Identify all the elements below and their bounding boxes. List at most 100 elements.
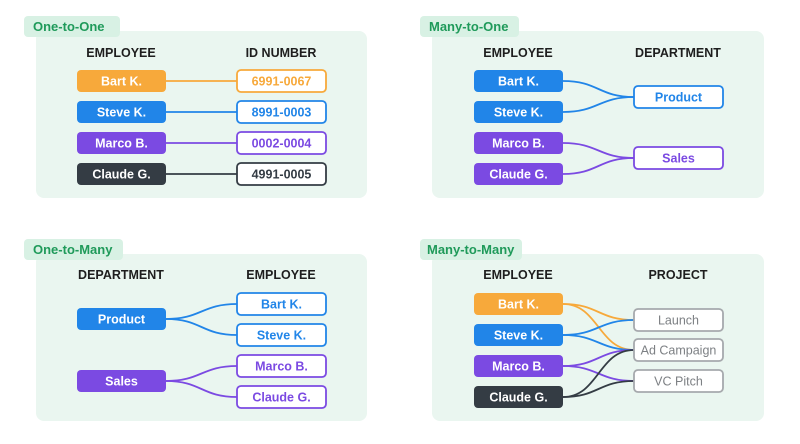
node-box	[77, 308, 166, 330]
node-many-to-many-right-launch: Launch	[633, 308, 724, 332]
node-label: Launch	[658, 314, 699, 328]
node-box	[474, 355, 563, 377]
node-box	[633, 338, 724, 362]
node-label: Bart K.	[101, 75, 142, 89]
header-many-to-one-right: DEPARTMENT	[635, 46, 721, 60]
node-box	[77, 132, 166, 154]
node-box	[236, 162, 327, 186]
connector-many-to-one-1	[562, 96, 635, 113]
node-one-to-one-left-steve-k: Steve K.	[77, 101, 166, 123]
node-one-to-many-right-marco-b: Marco B.	[236, 354, 327, 378]
node-box	[474, 293, 563, 315]
node-many-to-one-right-sales: Sales	[633, 146, 724, 170]
node-label: Steve K.	[97, 106, 146, 120]
header-one-to-many-left: DEPARTMENT	[78, 268, 164, 282]
tag-one-to-many: One-to-Many	[33, 242, 113, 257]
node-label: Product	[655, 91, 703, 105]
node-box	[474, 163, 563, 185]
node-one-to-one-right-6991-0067: 6991-0067	[236, 69, 327, 93]
node-label: 4991-0005	[252, 168, 312, 182]
node-label: Steve K.	[494, 329, 543, 343]
node-label: 8991-0003	[252, 106, 312, 120]
node-box	[633, 308, 724, 332]
node-many-to-many-left-bart-k: Bart K.	[474, 293, 563, 315]
node-box	[236, 100, 327, 124]
node-label: Bart K.	[261, 298, 302, 312]
header-many-to-many-left: EMPLOYEE	[483, 268, 552, 282]
tag-many-to-many: Many-to-Many	[427, 242, 515, 257]
node-box	[77, 370, 166, 392]
node-one-to-one-left-bart-k: Bart K.	[77, 70, 166, 92]
tag-many-to-many-bg	[420, 239, 522, 260]
node-one-to-one-right-0002-0004: 0002-0004	[236, 131, 327, 155]
node-one-to-many-right-steve-k: Steve K.	[236, 323, 327, 347]
node-label: Marco B.	[492, 360, 545, 374]
node-one-to-one-left-marco-b: Marco B.	[77, 132, 166, 154]
tag-one-to-one: One-to-One	[33, 19, 105, 34]
node-box	[633, 369, 724, 393]
node-one-to-many-right-bart-k: Bart K.	[236, 292, 327, 316]
node-many-to-many-left-steve-k: Steve K.	[474, 324, 563, 346]
node-box	[474, 132, 563, 154]
connector-one-to-many-3	[165, 380, 238, 398]
connector-many-to-one-3	[562, 157, 635, 175]
node-box	[633, 146, 724, 170]
tag-one-to-many-bg	[24, 239, 123, 260]
node-many-to-many-right-vc-pitch: VC Pitch	[633, 369, 724, 393]
node-box	[474, 324, 563, 346]
node-box	[236, 354, 327, 378]
tag-many-to-one-bg	[420, 16, 519, 37]
node-many-to-many-left-claude-g: Claude G.	[474, 386, 563, 408]
node-many-to-many-left-marco-b: Marco B.	[474, 355, 563, 377]
node-one-to-many-left-sales: Sales	[77, 370, 166, 392]
node-label: Product	[98, 313, 146, 327]
header-one-to-one-left: EMPLOYEE	[86, 46, 155, 60]
node-box	[236, 323, 327, 347]
node-box	[77, 163, 166, 185]
node-many-to-many-right-ad-campaign: Ad Campaign	[633, 338, 724, 362]
node-one-to-one-right-4991-0005: 4991-0005	[236, 162, 327, 186]
node-box	[236, 69, 327, 93]
node-label: Claude G.	[252, 391, 310, 405]
node-label: Bart K.	[498, 298, 539, 312]
node-label: Claude G.	[489, 168, 547, 182]
header-one-to-many-right: EMPLOYEE	[246, 268, 315, 282]
tag-one-to-one-bg	[24, 16, 120, 37]
node-box	[633, 85, 724, 109]
node-box	[474, 70, 563, 92]
node-box	[236, 385, 327, 409]
node-label: Ad Campaign	[641, 344, 717, 358]
node-label: VC Pitch	[654, 375, 703, 389]
node-one-to-many-left-product: Product	[77, 308, 166, 330]
nodes: Bart K. Steve K. Marco B. Claude G. 6991-006…	[77, 69, 724, 409]
connector-lines	[165, 80, 635, 398]
node-many-to-one-left-claude-g: Claude G.	[474, 163, 563, 185]
node-many-to-one-left-bart-k: Bart K.	[474, 70, 563, 92]
node-label: 6991-0067	[252, 75, 312, 89]
node-label: Marco B.	[255, 360, 308, 374]
connector-one-to-many-1	[165, 318, 238, 336]
node-one-to-many-right-claude-g: Claude G.	[236, 385, 327, 409]
node-box	[77, 70, 166, 92]
node-box	[474, 101, 563, 123]
node-label: Steve K.	[494, 106, 543, 120]
header-one-to-one-right: ID NUMBER	[246, 46, 317, 60]
node-label: Marco B.	[492, 137, 545, 151]
node-label: Claude G.	[92, 168, 150, 182]
header-many-to-one-left: EMPLOYEE	[483, 46, 552, 60]
connector-many-to-many-6	[562, 349, 635, 398]
node-label: Bart K.	[498, 75, 539, 89]
node-label: 0002-0004	[252, 137, 312, 151]
header-many-to-many-right: PROJECT	[648, 268, 707, 282]
node-one-to-one-left-claude-g: Claude G.	[77, 163, 166, 185]
node-many-to-one-right-product: Product	[633, 85, 724, 109]
node-one-to-one-right-8991-0003: 8991-0003	[236, 100, 327, 124]
node-label: Sales	[105, 375, 138, 389]
node-label: Sales	[662, 152, 695, 166]
node-label: Steve K.	[257, 329, 306, 343]
connector-many-to-many-7	[562, 380, 635, 398]
node-label: Marco B.	[95, 137, 148, 151]
node-box	[236, 131, 327, 155]
node-many-to-one-left-steve-k: Steve K.	[474, 101, 563, 123]
